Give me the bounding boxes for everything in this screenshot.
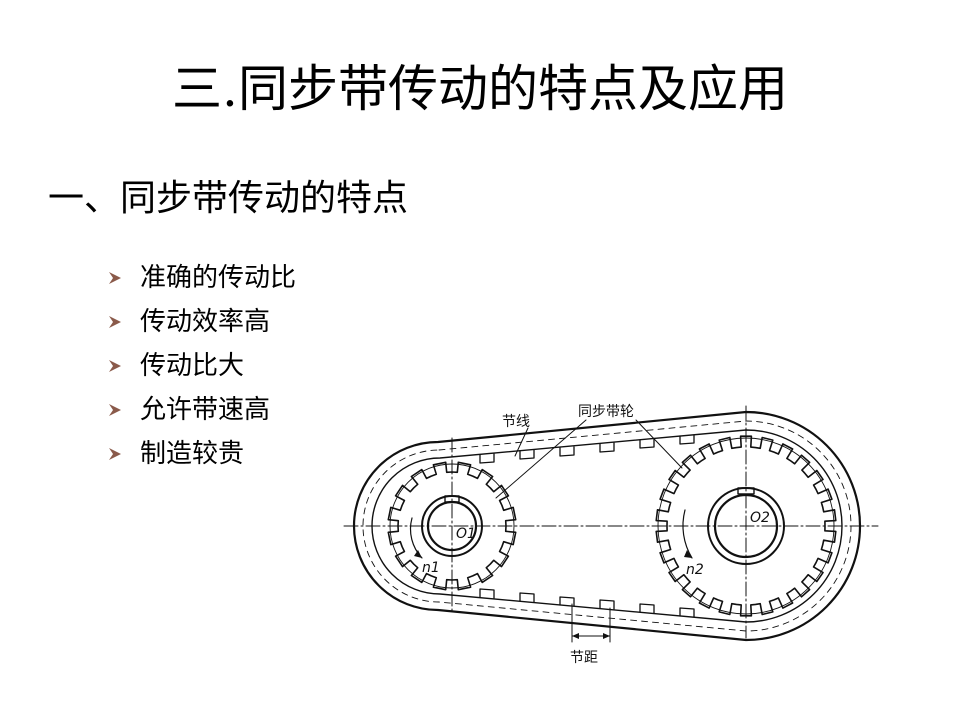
leader-pulley-a — [495, 419, 587, 499]
arrow-bullet-icon — [109, 448, 121, 460]
list-item-text: 准确的传动比 — [140, 263, 297, 293]
list-item-text: 传动比大 — [140, 351, 245, 381]
label-pitch: 节距 — [570, 650, 598, 666]
list-item-text: 制造较贵 — [140, 439, 245, 469]
rotation-arrow-n2 — [682, 509, 693, 559]
large-pulley-teeth — [655, 435, 837, 617]
leader-pulley-b — [635, 419, 683, 469]
arrow-bullet-icon — [109, 272, 121, 284]
timing-belt-diagram: 节线 同步带轮 节距 O1 O2 n1 n2 — [343, 404, 879, 666]
belt-drive-drawing — [343, 405, 879, 643]
leader-pitch-line — [514, 427, 529, 457]
list-item: 允许带速高 — [108, 388, 296, 432]
rotation-arrow-n1-head — [414, 550, 422, 558]
list-item-text: 传动效率高 — [140, 307, 271, 337]
arrow-bullet-icon — [109, 316, 121, 328]
arrow-bullet-icon — [109, 360, 121, 372]
list-item: 传动比大 — [108, 344, 296, 388]
label-pulley: 同步带轮 — [578, 404, 634, 420]
small-pulley-teeth — [387, 461, 517, 591]
list-item: 制造较贵 — [108, 432, 296, 476]
label-center-2: O2 — [750, 510, 770, 526]
section-subtitle: 一、同步带传动的特点 — [48, 178, 409, 219]
label-speed-2: n2 — [686, 562, 704, 578]
list-item: 准确的传动比 — [108, 256, 296, 300]
small-pulley — [387, 461, 517, 591]
label-center-1: O1 — [456, 526, 476, 542]
pitch-dimension — [571, 603, 611, 643]
belt-outer — [352, 410, 862, 642]
large-pulley — [655, 435, 837, 617]
label-pitch-line: 节线 — [502, 414, 530, 430]
slide-title: 三.同步带传动的特点及应用 — [172, 60, 788, 118]
center-lines — [343, 405, 879, 639]
feature-list: 准确的传动比 传动效率高 传动比大 允许带速高 制造较贵 — [108, 256, 296, 476]
rotation-arrow-n1 — [409, 517, 423, 559]
arrow-bullet-icon — [109, 404, 121, 416]
rotation-arrow-n2-head — [684, 550, 692, 558]
list-item-text: 允许带速高 — [140, 395, 271, 425]
label-speed-1: n1 — [422, 560, 440, 576]
belt-pitch-line — [362, 420, 852, 632]
list-item: 传动效率高 — [108, 300, 296, 344]
belt-inner — [371, 429, 843, 623]
belt-teeth-bottom — [479, 588, 695, 618]
belt-teeth-top — [479, 434, 695, 464]
